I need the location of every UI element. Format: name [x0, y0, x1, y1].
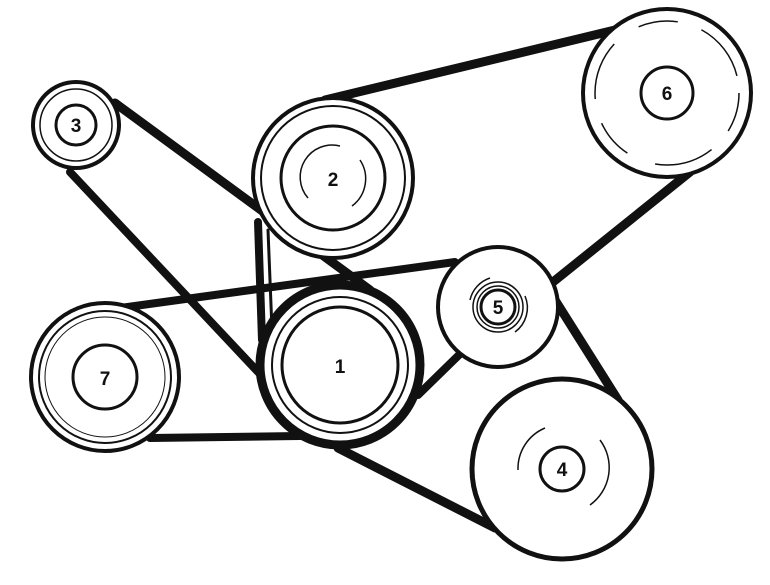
pulley-1-label: 1 [335, 357, 346, 378]
pulley-7: 7 [29, 301, 181, 453]
pulley-6: 6 [581, 7, 753, 179]
pulley-2: 2 [251, 96, 415, 260]
pulley-5-label: 5 [493, 298, 504, 319]
belt-segment-3-1-left [66, 168, 279, 394]
pulley-6-label: 6 [662, 84, 673, 105]
pulley-3: 3 [31, 80, 121, 170]
belt-segment-2-1-left [254, 218, 266, 344]
pulley-4: 4 [469, 376, 655, 562]
belt-segment-4-1-lower [333, 443, 500, 533]
pulley-4-label: 4 [557, 460, 568, 481]
belt-segment-5-4 [550, 295, 623, 405]
belt-segment-1-5-lower [414, 348, 466, 399]
pulley-2-label: 2 [328, 170, 339, 191]
belt-segment-6-5 [548, 167, 695, 287]
belt-segment-2-6-top [320, 25, 620, 105]
belt-segment-7-5-top [116, 258, 459, 312]
pulley-5: 5 [436, 245, 560, 369]
pulley-7-label: 7 [100, 369, 111, 390]
belt-segment-2-1-inner [266, 228, 274, 332]
pulley-3-label: 3 [71, 116, 82, 137]
pulley-1: 1 [255, 280, 425, 450]
belt-segment-7-1-bottom [146, 432, 304, 442]
